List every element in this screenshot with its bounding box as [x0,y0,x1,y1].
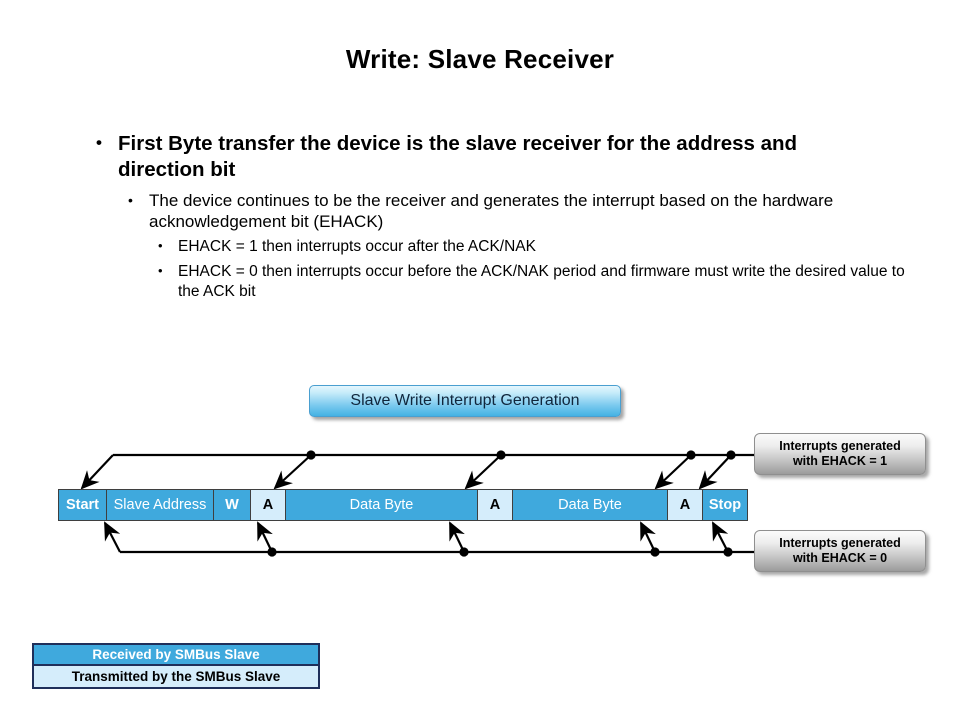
bullet-level3: • EHACK = 0 then interrupts occur before… [158,262,906,301]
frame-cell-ack-3: A [668,490,703,520]
bullet-marker: • [158,262,163,278]
frame-cell-start: Start [59,490,107,520]
callout-ehack-0-line2: with EHACK = 0 [792,551,888,565]
frame-cell-stop: Stop [703,490,747,520]
callout-ehack-0-line1: Interrupts generated [779,535,901,550]
smbus-frame: Start Slave Address W A Data Byte A Data… [58,489,748,521]
callout-ehack-1: Interrupts generated with EHACK = 1 [754,433,926,475]
frame-cell-data-byte-2: Data Byte [513,490,668,520]
frame-cell-slave-address: Slave Address [107,490,214,520]
bullet-text: The device continues to be the receiver … [149,190,834,232]
slave-write-interrupt-generation-banner: Slave Write Interrupt Generation [309,385,621,417]
bullet-marker: • [128,191,133,208]
page-title: Write: Slave Receiver [345,44,615,74]
bullet-marker: • [96,133,102,152]
callout-ehack-1-line2: with EHACK = 1 [792,454,888,468]
ehack0-connector-group [104,521,756,557]
frame-cell-ack-1: A [251,490,286,520]
ehack1-connector-group [80,450,756,490]
bullet-text: First Byte transfer the device is the sl… [118,132,798,181]
legend: Received by SMBus Slave Transmitted by t… [32,643,320,689]
callout-ehack-1-line1: Interrupts generated [779,438,901,453]
callout-ehack-0: Interrupts generated with EHACK = 0 [754,530,926,572]
bullet-text: EHACK = 1 then interrupts occur after th… [178,238,536,256]
frame-cell-data-byte-1: Data Byte [286,490,478,520]
frame-cell-w: W [214,490,251,520]
frame-cell-ack-2: A [478,490,513,520]
bullet-level1: • First Byte transfer the device is the … [96,131,906,183]
bullet-text: EHACK = 0 then interrupts occur before t… [178,262,905,300]
legend-received-by-slave: Received by SMBus Slave [34,645,318,666]
bullet-list: • First Byte transfer the device is the … [96,131,906,301]
bullet-marker: • [158,238,163,254]
legend-transmitted-by-slave: Transmitted by the SMBus Slave [34,666,318,687]
bullet-level3: • EHACK = 1 then interrupts occur after … [158,237,906,257]
bullet-level2: • The device continues to be the receive… [128,190,906,233]
